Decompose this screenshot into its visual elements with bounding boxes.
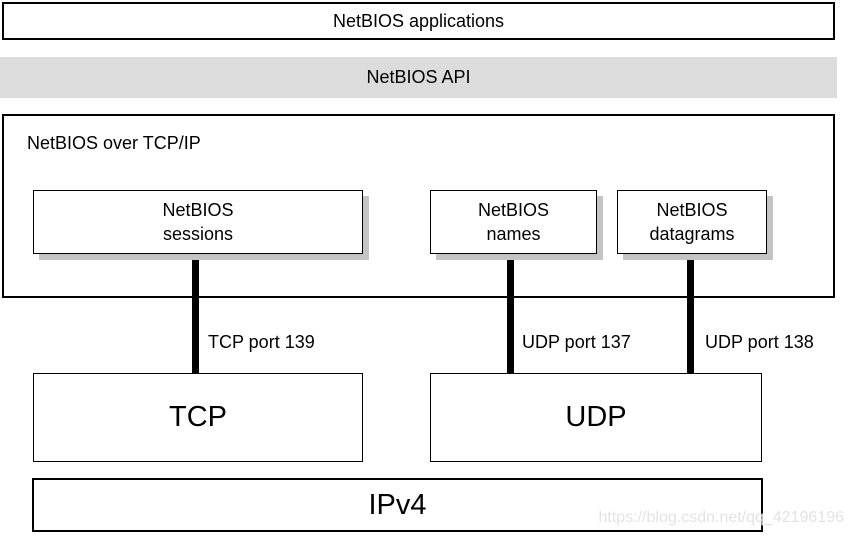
tcp-label: TCP bbox=[169, 401, 227, 433]
netbios-datagrams-label-line2: datagrams bbox=[649, 224, 735, 244]
netbios-sessions-box: NetBIOS sessions bbox=[33, 190, 363, 254]
connector-names-to-udp bbox=[507, 254, 514, 373]
tcp-port-139-label: TCP port 139 bbox=[208, 332, 315, 352]
netbios-over-tcpip-label: NetBIOS over TCP/IP bbox=[27, 133, 201, 153]
connector-datagrams-to-udp bbox=[687, 254, 694, 373]
ipv4-box: IPv4 bbox=[32, 478, 763, 532]
netbios-datagrams-box: NetBIOS datagrams bbox=[617, 190, 767, 254]
netbios-datagrams-label-line1: NetBIOS bbox=[656, 199, 728, 220]
connector-sessions-to-tcp bbox=[192, 254, 199, 373]
csdn-watermark: https://blog.csdn.net/qq_42196196 bbox=[598, 509, 844, 526]
netbios-sessions-label-line1: NetBIOS bbox=[162, 199, 234, 220]
netbios-names-label-line1: NetBIOS bbox=[477, 199, 550, 220]
api-layer-label: NetBIOS API bbox=[366, 67, 471, 87]
netbios-over-tcpip-container: NetBIOS over TCP/IP bbox=[2, 114, 835, 298]
applications-layer-box: NetBIOS applications bbox=[2, 2, 835, 40]
api-layer-bar: NetBIOS API bbox=[0, 57, 837, 98]
udp-port-138-label: UDP port 138 bbox=[705, 332, 814, 352]
netbios-names-label-line2: names bbox=[486, 224, 541, 244]
udp-box: UDP bbox=[430, 373, 762, 462]
applications-layer-label: NetBIOS applications bbox=[332, 10, 505, 31]
udp-port-137-label: UDP port 137 bbox=[522, 332, 631, 352]
udp-label: UDP bbox=[565, 401, 627, 433]
netbios-sessions-label-line2: sessions bbox=[162, 224, 234, 244]
ipv4-label: IPv4 bbox=[368, 488, 427, 521]
tcp-box: TCP bbox=[33, 373, 363, 462]
netbios-names-box: NetBIOS names bbox=[430, 190, 597, 254]
